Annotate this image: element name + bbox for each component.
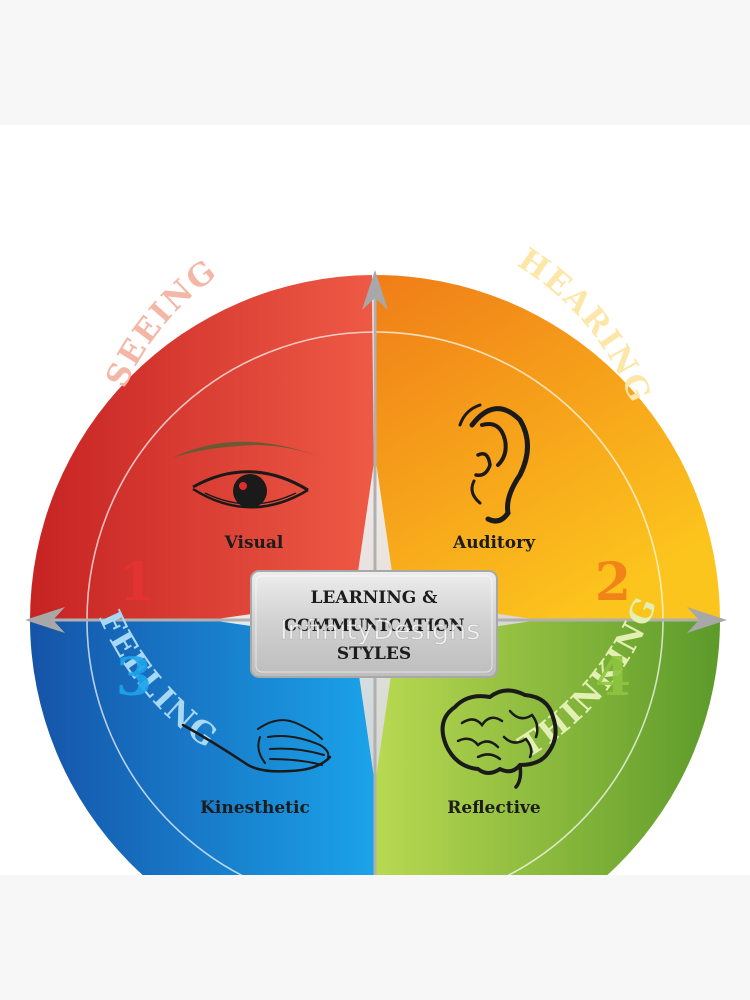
brain-icon <box>440 688 558 789</box>
style-label-kinesthetic: Kinesthetic <box>200 798 310 818</box>
quadrant-number-2: 2 <box>595 552 631 613</box>
quadrant-number-1: 1 <box>119 552 155 613</box>
diagram-canvas: SEEING HEARING FEELING THINKING 1 2 3 4 <box>25 241 727 875</box>
quadrant-hearing <box>375 275 720 620</box>
center-title-line-1: LEARNING & <box>310 588 438 608</box>
center-title-box: LEARNING & COMMUNICATION STYLES <box>250 570 498 678</box>
hand-icon <box>181 719 332 773</box>
center-title-line-2: COMMUNICATION <box>283 616 464 636</box>
style-label-auditory: Auditory <box>452 533 536 553</box>
quadrant-feeling <box>30 620 375 875</box>
quadrant-thinking <box>375 620 720 875</box>
ear-icon <box>458 403 530 524</box>
watermark: InfinityDesigns <box>280 615 481 646</box>
quadrant-number-4: 4 <box>595 647 631 708</box>
style-label-visual: Visual <box>224 533 284 553</box>
center-title-line-3: STYLES <box>337 644 411 664</box>
learning-styles-diagram: SEEING HEARING FEELING THINKING 1 2 3 4 <box>0 125 750 875</box>
eye-icon <box>172 441 326 509</box>
quadrant-number-3: 3 <box>116 647 152 708</box>
style-label-reflective: Reflective <box>447 798 541 818</box>
axis-arrows <box>25 270 727 633</box>
